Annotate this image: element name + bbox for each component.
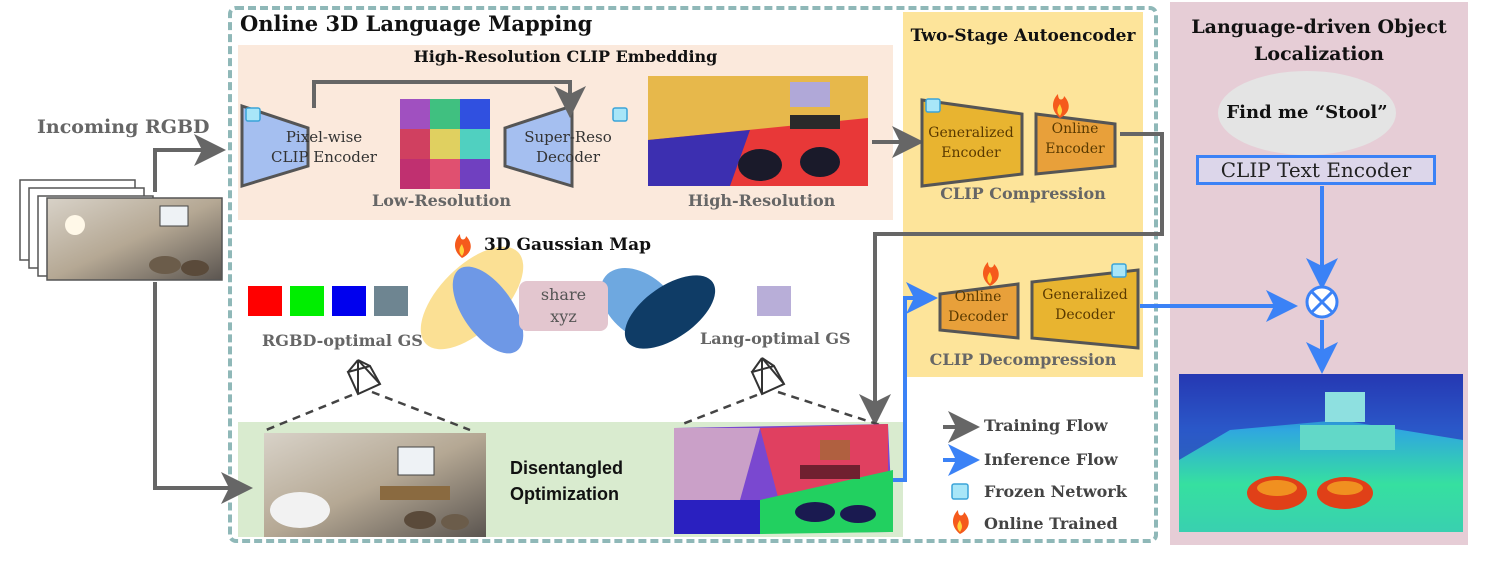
online-decoder-label: Online Decoder xyxy=(933,287,1023,327)
lang-optimal-label: Lang-optimal GS xyxy=(700,329,851,348)
sr-decoder-label: Super-Reso Decoder xyxy=(498,127,638,167)
disentangled-line2: Optimization xyxy=(510,484,619,504)
online-decoder-line2: Decoder xyxy=(948,309,1008,325)
gen-encoder-line1: Generalized xyxy=(928,125,1014,141)
flame-icon xyxy=(1053,94,1069,118)
clip-text-encoder-box: CLIP Text Encoder xyxy=(1196,155,1436,185)
share-xyz-box: share xyz xyxy=(519,281,608,331)
gaussian-map-title: 3D Gaussian Map xyxy=(484,235,651,255)
generalized-decoder-shape xyxy=(1030,268,1140,350)
multiply-circle-icon xyxy=(1305,285,1339,319)
gaussian-blue xyxy=(452,266,524,354)
camera-frustum-icon xyxy=(346,359,382,396)
rgbd-input-stack xyxy=(19,179,223,281)
legend-frozen: Frozen Network xyxy=(984,482,1127,501)
share-line2: xyz xyxy=(550,307,577,326)
ice-cube-icon xyxy=(1111,263,1127,278)
generalized-encoder-label: Generalized Encoder xyxy=(918,123,1024,163)
sr-decoder-shape xyxy=(503,103,574,189)
online-decoder-line1: Online xyxy=(954,289,1002,305)
flame-icon xyxy=(953,510,969,534)
query-bubble: Find me “Stool” xyxy=(1218,71,1396,155)
low-resolution-label: Low-Resolution xyxy=(372,191,511,210)
low-resolution-map xyxy=(400,99,490,189)
ice-cube-icon xyxy=(612,107,628,122)
localization-title-line2: Localization xyxy=(1254,43,1384,65)
swatch-red xyxy=(248,286,282,316)
clip-decompression-label: CLIP Decompression xyxy=(929,350,1117,369)
camera-frustum-icon xyxy=(750,357,786,396)
gaussian-navy xyxy=(624,275,716,349)
localization-title: Language-driven Object Localization xyxy=(1170,14,1468,68)
gen-encoder-line2: Encoder xyxy=(941,145,1001,161)
incoming-rgbd-label: Incoming RGBD xyxy=(37,116,210,138)
high-resolution-label: High-Resolution xyxy=(688,191,836,210)
swatch-green xyxy=(290,286,324,316)
clip-encoder-label: Pixel-wise CLIP Encoder xyxy=(244,127,404,167)
gen-decoder-line1: Generalized xyxy=(1042,287,1128,303)
generalized-decoder-label: Generalized Decoder xyxy=(1030,285,1140,325)
online-encoder-line1: Online xyxy=(1051,121,1099,137)
hires-title: High-Resolution CLIP Embedding xyxy=(413,47,718,66)
sr-decoder-line2: Decoder xyxy=(536,148,600,166)
swatch-blue xyxy=(332,286,366,316)
online-encoder-label: Online Encoder xyxy=(1030,119,1120,159)
localization-title-line1: Language-driven Object xyxy=(1191,16,1447,38)
clip-encoder-line2: CLIP Encoder xyxy=(271,148,377,166)
autoencoder-title: Two-Stage Autoencoder xyxy=(910,26,1136,46)
share-line1: share xyxy=(540,285,587,304)
high-resolution-map xyxy=(648,76,868,186)
online-encoder-line2: Encoder xyxy=(1045,141,1105,157)
disentangled-optimization-label: Disentangled Optimization xyxy=(510,455,623,507)
clip-encoder-shape xyxy=(240,103,310,189)
ice-cube-icon xyxy=(951,483,969,500)
main-title: Online 3D Language Mapping xyxy=(240,11,593,36)
swatch-lang xyxy=(757,286,791,316)
clip-encoder-line1: Pixel-wise xyxy=(285,128,363,146)
relevancy-heatmap xyxy=(1179,374,1463,532)
ice-cube-icon xyxy=(925,98,941,113)
legend-online: Online Trained xyxy=(984,514,1118,533)
online-encoder-shape xyxy=(1034,112,1117,176)
clip-compression-label: CLIP Compression xyxy=(940,184,1106,203)
online-decoder-shape xyxy=(938,282,1020,340)
rendered-language-view xyxy=(674,424,893,534)
flame-icon xyxy=(455,234,471,258)
flame-icon xyxy=(983,262,999,286)
disentangled-line1: Disentangled xyxy=(510,458,624,478)
rendered-rgb-view xyxy=(264,433,486,537)
rgbd-optimal-label: RGBD-optimal GS xyxy=(262,331,423,350)
legend-inference: Inference Flow xyxy=(984,450,1118,469)
swatch-grey xyxy=(374,286,408,316)
mapping-frame xyxy=(228,6,1158,543)
generalized-encoder-shape xyxy=(920,98,1024,188)
sr-decoder-line1: Super-Reso xyxy=(524,128,612,146)
gen-decoder-line2: Decoder xyxy=(1055,307,1115,323)
ice-cube-icon xyxy=(245,107,261,122)
legend-training: Training Flow xyxy=(984,416,1108,435)
